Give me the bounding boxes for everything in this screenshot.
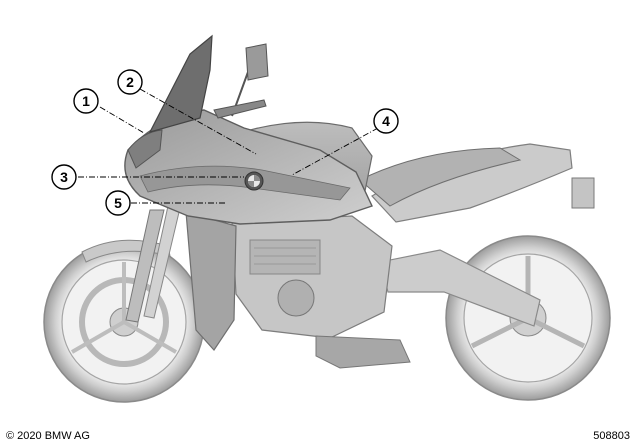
callout-number: 2 bbox=[126, 74, 134, 90]
copyright-text: © 2020 BMW AG bbox=[6, 430, 90, 442]
swingarm bbox=[379, 249, 541, 327]
callout-3: 3 bbox=[51, 164, 77, 190]
bmw-logo bbox=[244, 171, 264, 191]
callout-4: 4 bbox=[373, 108, 399, 134]
callout-number: 4 bbox=[382, 113, 390, 129]
leader-lines bbox=[78, 88, 379, 204]
callout-5: 5 bbox=[105, 190, 131, 216]
callout-number: 5 bbox=[114, 195, 122, 211]
handlebar bbox=[213, 99, 267, 119]
headlight bbox=[127, 129, 163, 169]
callout-1: 1 bbox=[73, 88, 99, 114]
lower-fairing bbox=[185, 211, 237, 351]
callout-number: 1 bbox=[82, 93, 90, 109]
callout-2: 2 bbox=[117, 69, 143, 95]
exhaust bbox=[315, 335, 411, 369]
image-number: 508803 bbox=[593, 430, 630, 442]
seat bbox=[359, 147, 522, 207]
front-wheel bbox=[43, 241, 205, 403]
engine bbox=[231, 215, 393, 339]
number-plate-holder bbox=[571, 177, 595, 209]
windscreen bbox=[148, 34, 213, 133]
callout-number: 3 bbox=[60, 169, 68, 185]
